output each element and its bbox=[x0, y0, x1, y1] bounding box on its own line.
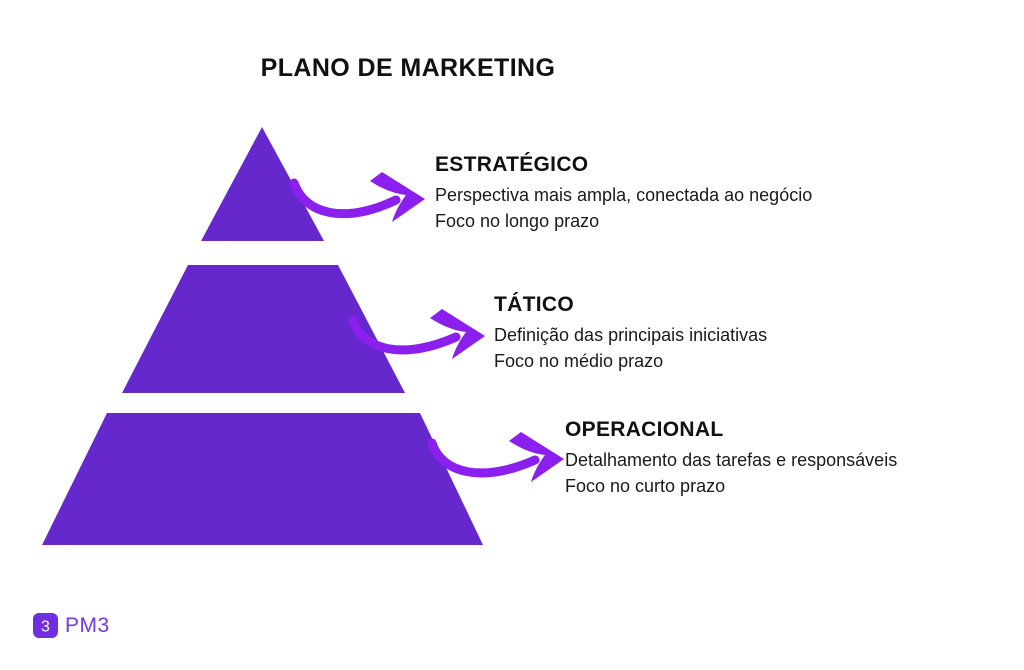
level-line-strategic-2: Foco no longo prazo bbox=[435, 211, 600, 232]
pm3-logo-mark-icon: 3 bbox=[33, 613, 58, 638]
level-text-tactical: TÁTICO Definição das principais iniciati… bbox=[494, 293, 767, 374]
level-line-operational-2: Foco no curto prazo bbox=[565, 476, 726, 497]
level-heading-operational: OPERACIONAL bbox=[565, 418, 724, 441]
pyramid-level-tactical bbox=[122, 265, 405, 393]
level-text-strategic: ESTRATÉGICO Perspectiva mais ampla, cone… bbox=[435, 153, 812, 234]
pm3-logo-wordmark: PM3 bbox=[65, 614, 110, 637]
level-line-operational-1: Detalhamento das tarefas e responsáveis bbox=[565, 450, 898, 471]
level-text-operational: OPERACIONAL Detalhamento das tarefas e r… bbox=[565, 418, 897, 499]
pyramid-level-operational bbox=[42, 413, 483, 545]
level-heading-tactical: TÁTICO bbox=[494, 293, 574, 316]
pm3-logo: 3 PM3 bbox=[33, 613, 110, 638]
level-line-tactical-2: Foco no médio prazo bbox=[494, 351, 664, 372]
svg-text:3: 3 bbox=[41, 619, 50, 636]
level-line-strategic-1: Perspectiva mais ampla, conectada ao neg… bbox=[435, 185, 813, 206]
pyramid-level-strategic bbox=[201, 127, 324, 241]
pyramid-diagram bbox=[42, 127, 483, 545]
page-title: PLANO DE MARKETING bbox=[260, 54, 556, 82]
level-line-tactical-1: Definição das principais iniciativas bbox=[494, 325, 768, 346]
level-heading-strategic: ESTRATÉGICO bbox=[435, 153, 589, 176]
